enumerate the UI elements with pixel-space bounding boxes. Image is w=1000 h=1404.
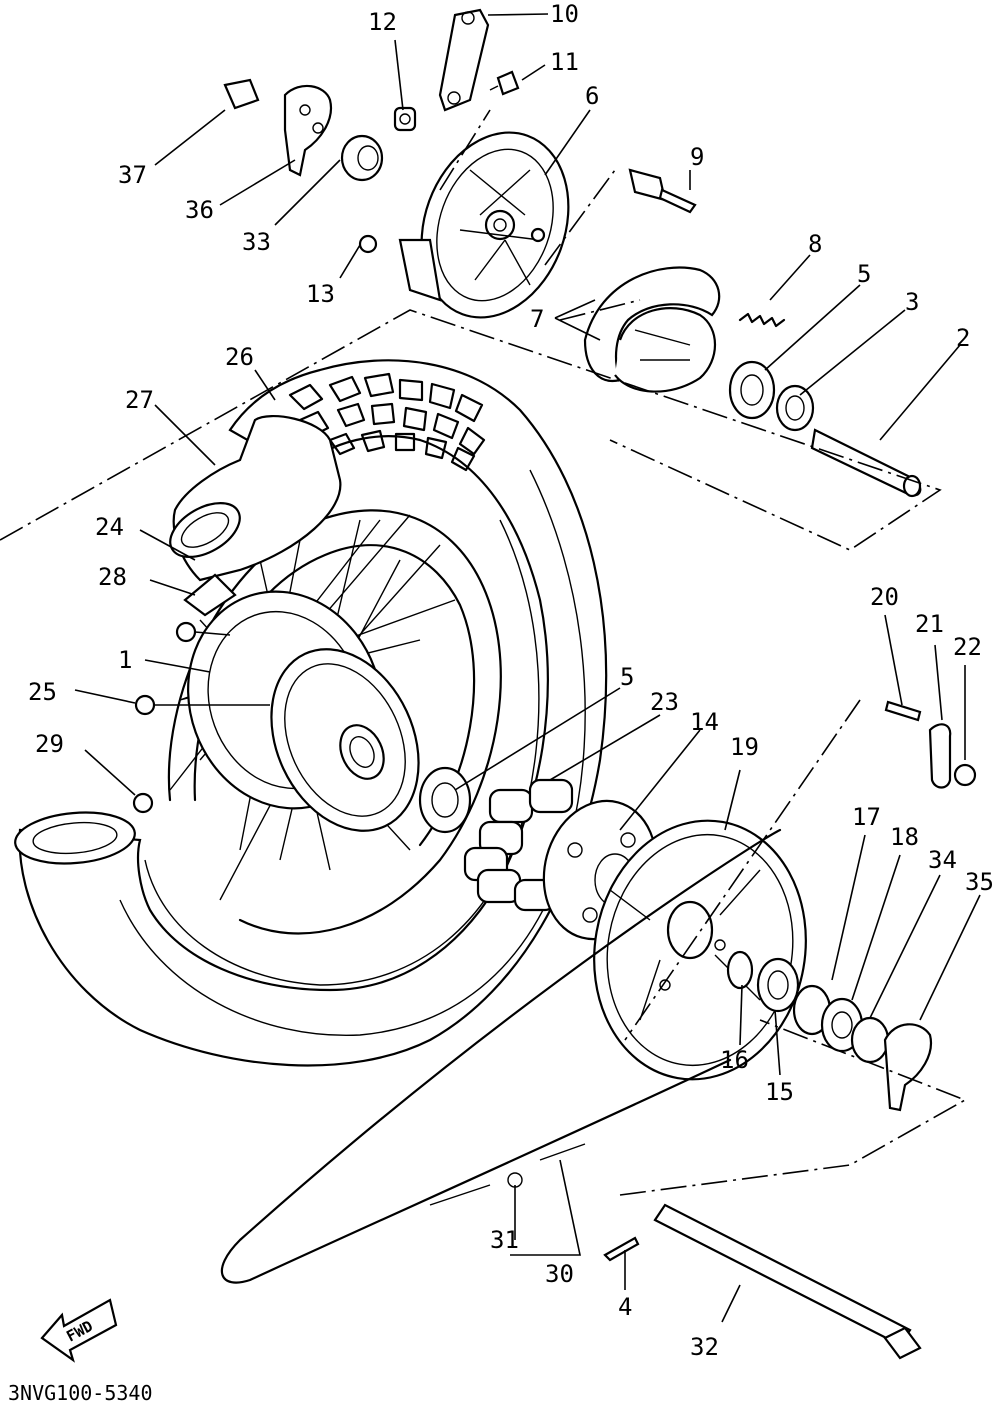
wheel-hub (187, 590, 420, 832)
callout-4: 4 (618, 1293, 632, 1321)
callout-24: 24 (95, 513, 124, 541)
callout-11: 11 (550, 48, 579, 76)
callout-18: 18 (890, 823, 919, 851)
callout-30: 30 (545, 1260, 574, 1288)
callout-27: 27 (125, 386, 154, 414)
callout-9: 9 (690, 143, 704, 171)
small-parts-top (223, 70, 520, 254)
fwd-arrow: FWD (40, 1298, 118, 1363)
callout-28: 28 (98, 563, 127, 591)
callout-20: 20 (870, 583, 899, 611)
brake-camshaft (628, 168, 697, 214)
callout-26: 26 (225, 343, 254, 371)
callout-12: 12 (368, 8, 397, 36)
callout-31: 31 (490, 1226, 519, 1254)
callout-5b: 5 (620, 663, 634, 691)
callout-7: 7 (530, 305, 544, 333)
brake-shoes (583, 266, 721, 393)
callout-2: 2 (956, 324, 970, 352)
callout-36: 36 (185, 196, 214, 224)
callout-23: 23 (650, 688, 679, 716)
assembly-guides (0, 109, 967, 1196)
callout-1: 1 (118, 646, 132, 674)
callout-37: 37 (118, 161, 147, 189)
tread-pattern (288, 372, 486, 472)
callout-3: 3 (905, 288, 919, 316)
brake-cam-lever (438, 8, 490, 112)
figure-code: 3NVG100-5340 (8, 1381, 153, 1404)
cotter-and-axle (603, 1203, 922, 1360)
tube-opening (14, 811, 136, 865)
callout-29: 29 (35, 730, 64, 758)
rear-axle-parts (726, 950, 933, 1112)
callout-32: 32 (690, 1333, 719, 1361)
callout-8: 8 (808, 230, 822, 258)
return-spring (738, 312, 786, 328)
callout-13: 13 (306, 280, 335, 308)
callout-21: 21 (915, 610, 944, 638)
callout-6: 6 (585, 82, 599, 110)
callout-25: 25 (28, 678, 57, 706)
brake-shoe-plate (398, 131, 570, 319)
chain-adjuster (884, 700, 977, 789)
bearing-left-5 (418, 766, 472, 834)
callout-labels: 1 2 3 4 5 5 6 7 8 9 10 11 12 13 14 15 16… (28, 0, 994, 1361)
rear-sprocket (593, 819, 807, 1081)
callout-17: 17 (852, 803, 881, 831)
callout-15: 15 (765, 1078, 794, 1106)
callout-19: 19 (730, 733, 759, 761)
callout-34: 34 (928, 846, 957, 874)
callout-16: 16 (720, 1046, 749, 1074)
callout-10: 10 (550, 0, 579, 28)
callout-5a: 5 (857, 260, 871, 288)
damper-set (463, 778, 574, 912)
callout-14: 14 (690, 708, 719, 736)
callout-35: 35 (965, 868, 994, 896)
leader-lines (74, 13, 981, 1323)
small-nuts-left (132, 621, 270, 814)
rim-lock (169, 415, 342, 617)
right-bearings (728, 360, 922, 498)
callout-22: 22 (953, 633, 982, 661)
callout-33: 33 (242, 228, 271, 256)
